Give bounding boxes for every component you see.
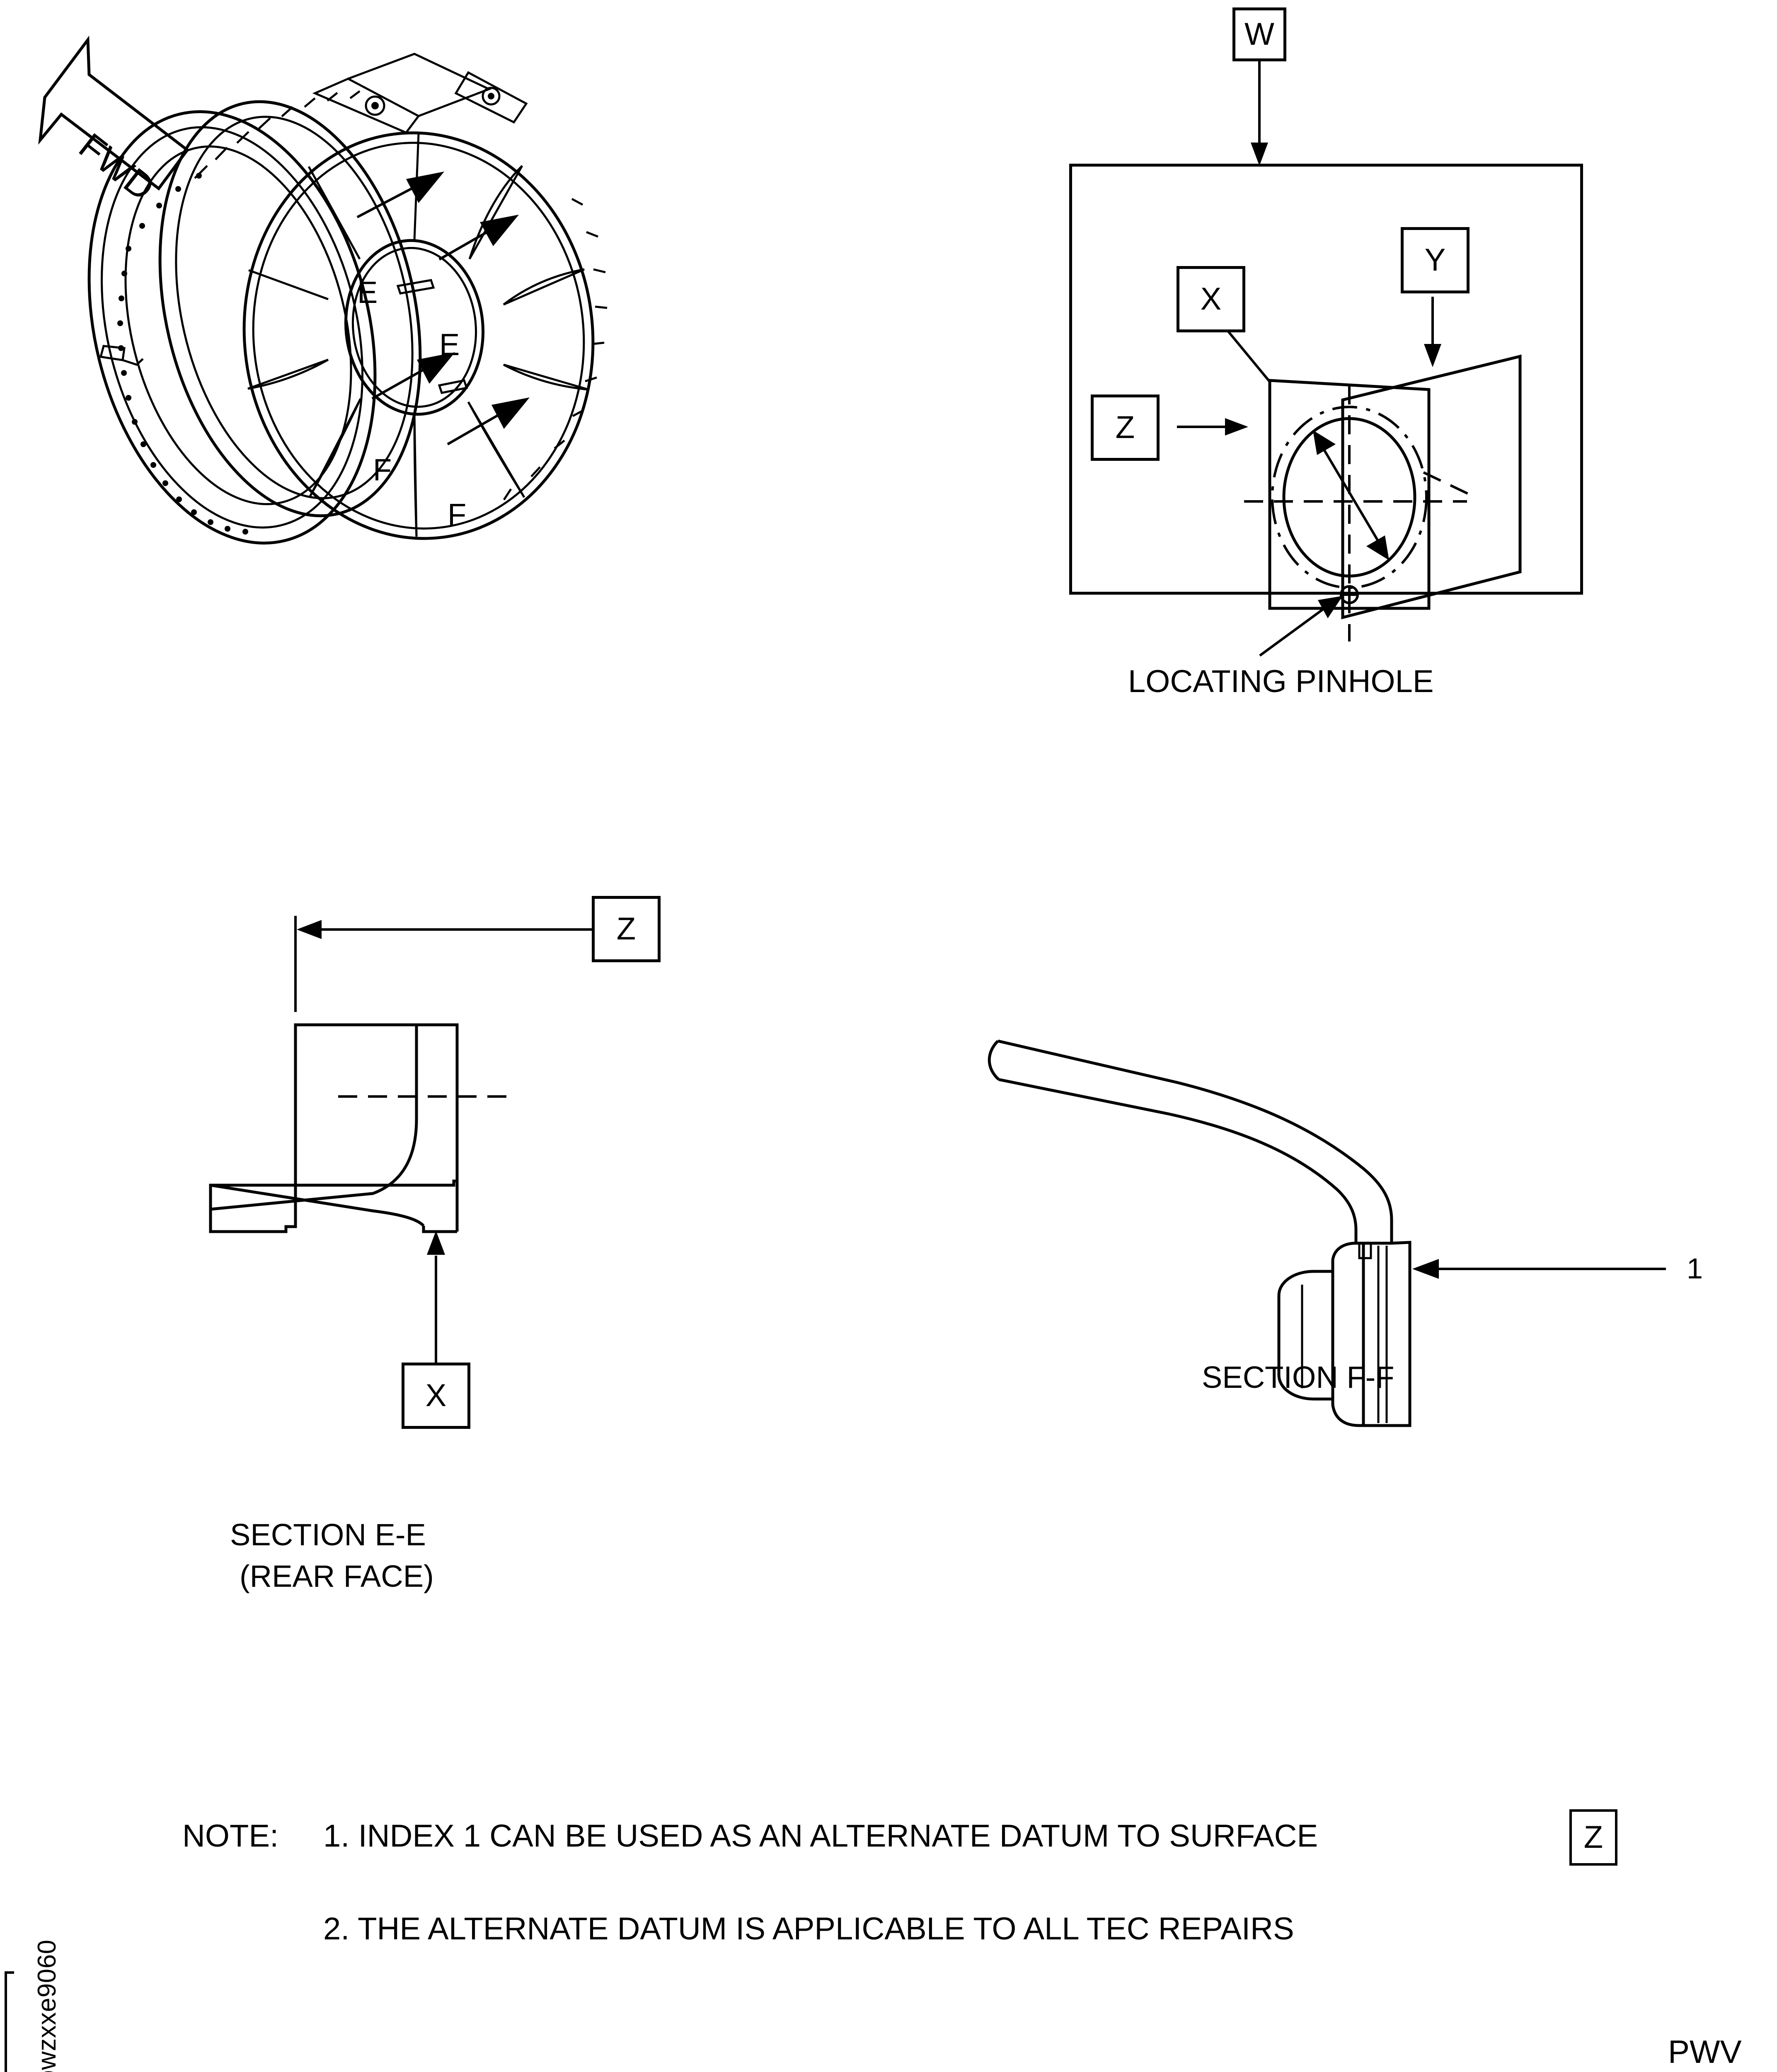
datum-view-svg	[1177, 61, 1522, 657]
section-ff-view: 1 SECTION F-F	[945, 995, 1765, 1434]
section-ee-datum-box-x-label: X	[425, 1378, 447, 1413]
section-ee-datum-box-z[interactable]: Z	[592, 896, 661, 962]
datum-box-y[interactable]: Y	[1401, 227, 1470, 293]
section-ee-view: Z X SECTION E-E (REAR FACE)	[157, 854, 705, 1616]
section-marker-e-1: E	[357, 275, 378, 310]
leader-y	[1424, 297, 1441, 367]
section-ee-profile	[209, 1023, 459, 1233]
drawing-code-bracket	[5, 1971, 14, 2072]
datum-box-y-label: Y	[1424, 242, 1446, 278]
note-item-2: 2. THE ALTERNATE DATUM IS APPLICABLE TO …	[323, 1911, 1294, 1946]
datum-box-x-label: X	[1200, 281, 1222, 317]
leader-w	[1251, 61, 1268, 166]
locating-pinhole-label: LOCATING PINHOLE	[1128, 664, 1434, 699]
datum-plane-rear	[1341, 354, 1522, 620]
footer-code: PWV	[1668, 2033, 1742, 2070]
note-1-datum-box-z-label: Z	[1583, 1820, 1603, 1855]
datum-box-w-label: W	[1244, 17, 1274, 52]
isometric-tec-view: FWD E E F F	[0, 0, 725, 704]
datum-view-frame	[1069, 164, 1583, 595]
drawing-code-text: pwzxxe9060	[33, 1939, 61, 2072]
notes-block: NOTE: 1. INDEX 1 CAN BE USED AS AN ALTER…	[0, 1807, 1777, 1981]
datum-plane-front	[1268, 379, 1431, 610]
fwd-arrow-icon	[38, 35, 189, 191]
section-ee-subtitle: (REAR FACE)	[240, 1559, 434, 1593]
section-arrow-f-upper	[371, 352, 455, 400]
bore-diameter-arrow	[1313, 430, 1389, 560]
section-ff-svg	[988, 1039, 1666, 1427]
section-arrow-f-lower	[447, 397, 530, 445]
section-arrow-e-upper	[356, 172, 444, 218]
section-ff-index-label: 1	[1687, 1252, 1703, 1285]
note-item-1: 1. INDEX 1 CAN BE USED AS AN ALTERNATE D…	[323, 1818, 1318, 1854]
leader-ee-x	[427, 1231, 445, 1363]
tec-outer-case	[87, 110, 377, 545]
leader-ee-z	[297, 920, 597, 939]
drawing-code-block: pwzxxe9060	[0, 1823, 61, 2072]
datum-box-z-label: Z	[1115, 410, 1135, 445]
datum-box-z[interactable]: Z	[1091, 395, 1160, 461]
section-ee-svg	[209, 916, 597, 1363]
datum-reference-view: W	[1053, 0, 1600, 758]
section-ee-title: SECTION E-E	[230, 1518, 426, 1552]
leader-z	[1177, 418, 1248, 436]
datum-box-x[interactable]: X	[1177, 266, 1245, 332]
section-ff-boss	[1277, 1241, 1411, 1427]
section-ee-datum-box-z-label: Z	[616, 911, 636, 946]
bore-centerline-oblique	[1423, 471, 1472, 496]
leader-locating-pinhole	[1259, 596, 1343, 657]
tec-vane-ring	[242, 131, 608, 540]
section-marker-f-2: F	[448, 497, 467, 532]
section-marker-f-1: F	[373, 453, 392, 487]
datum-box-w[interactable]: W	[1232, 7, 1286, 61]
tec-mid-shroud	[158, 53, 528, 518]
section-ff-title: SECTION F-F	[1202, 1360, 1394, 1394]
notes-prefix: NOTE:	[182, 1818, 279, 1854]
leader-x	[1227, 331, 1271, 382]
section-ee-datum-box-x[interactable]: X	[402, 1363, 470, 1429]
leader-ff-index-1	[1412, 1259, 1666, 1279]
isometric-tec-svg	[38, 35, 608, 545]
section-marker-e-2: E	[439, 327, 460, 362]
section-arrow-e-lower	[438, 215, 519, 261]
section-ff-profile	[988, 1039, 1393, 1243]
locating-pinhole-symbol	[1340, 585, 1359, 604]
note-1-datum-box-z[interactable]: Z	[1569, 1809, 1617, 1866]
